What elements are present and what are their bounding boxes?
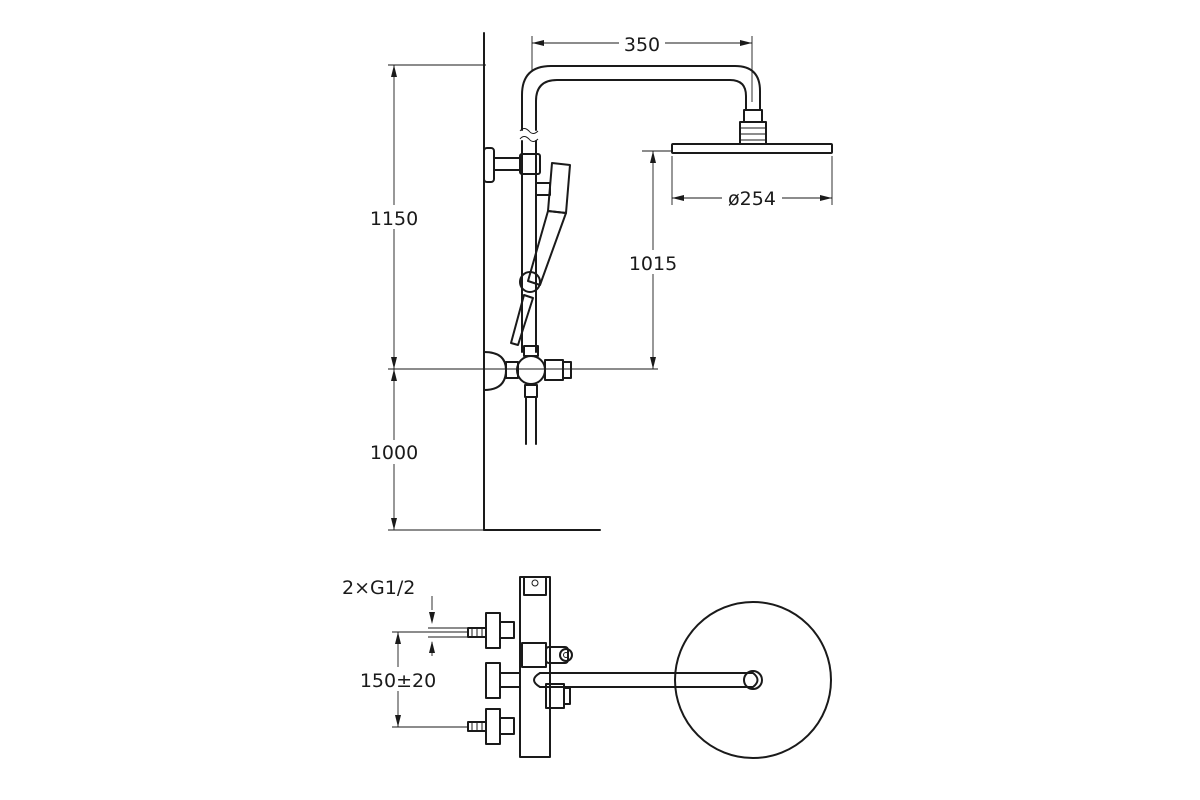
slide-bar-knob [519, 271, 541, 293]
valve-top-nut [523, 345, 539, 357]
hand-shower-holder [535, 182, 551, 196]
shower-head-nut [739, 121, 767, 145]
riser-break-mark [519, 128, 539, 134]
shower-head-side [671, 143, 833, 154]
plan-view [467, 576, 832, 759]
shower-head-connector [743, 109, 763, 123]
holder-plan [521, 642, 547, 668]
thermostatic-valve-body [516, 355, 546, 385]
inlet-spacing-label: 150±20 [360, 670, 436, 692]
hand-shower-body [547, 162, 571, 214]
valve-side-body [544, 359, 564, 381]
valve-wall-escutcheon [483, 351, 507, 391]
head-height-label: 1015 [629, 253, 677, 275]
arm-length-label: 350 [624, 34, 660, 56]
arm-plan-end [533, 672, 541, 688]
valve-handle-cap [562, 361, 572, 379]
wall-bracket-plate [483, 147, 495, 183]
wall-bracket-arm [493, 157, 523, 171]
riser-top-cap [523, 576, 547, 596]
total-height-label: 1150 [370, 208, 418, 230]
riser-and-arm-pipe [521, 65, 761, 131]
arm-plan [539, 672, 759, 688]
wall-bracket-clamp [519, 153, 541, 175]
inlet-thread-label: 2×G1/2 [342, 577, 415, 599]
side-dimensions: 350 ø254 1150 1015 1000 [366, 30, 833, 531]
wall-bracket-bottom [485, 708, 515, 745]
head-diameter-label: ø254 [728, 188, 776, 210]
hand-shower-handle-lower [510, 294, 534, 346]
hand-shower-handle [527, 210, 567, 286]
plan-dimensions: 2×G1/2 150±20 [342, 577, 468, 728]
valve-height-label: 1000 [370, 442, 418, 464]
side-elevation-view [483, 32, 833, 531]
wall-bracket-middle [485, 662, 521, 699]
shower-head-plan [674, 601, 832, 759]
riser-and-arm-pipe-inner [535, 79, 747, 131]
valve-bottom-outlet [524, 384, 538, 398]
wall-bracket-top [485, 612, 515, 649]
